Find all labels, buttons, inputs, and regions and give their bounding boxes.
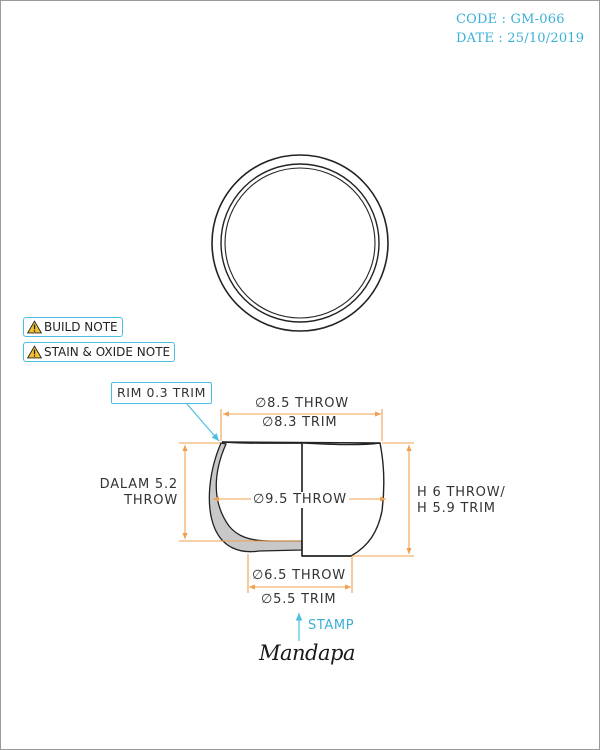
dim-height-line2: H 5.9 TRIM: [417, 501, 496, 516]
stain-oxide-note-label: STAIN & OXIDE NOTE: [44, 345, 171, 359]
dim-height-label: H 6 THROW/ H 5.9 TRIM: [417, 485, 506, 517]
dim-depth-line2: THROW: [124, 493, 178, 508]
rim-callout-label: RIM 0.3 TRIM: [111, 382, 212, 404]
dim-mid-throw-label: ∅9.5 THROW: [251, 492, 349, 508]
rim-leader: [186, 403, 220, 442]
rim-top-line: [221, 441, 381, 444]
dim-height-line1: H 6 THROW/: [417, 485, 506, 500]
top-view: [211, 154, 389, 332]
dim-top-throw-label: ∅8.5 THROW: [255, 396, 349, 411]
build-note-badge[interactable]: BUILD NOTE: [23, 317, 123, 337]
top-view-inner-rim: [220, 163, 380, 323]
top-view-outer-rim: [211, 154, 389, 332]
stamp-callout-label: STAMP: [308, 618, 355, 633]
warning-icon: [27, 320, 42, 334]
dimension-lines: [179, 409, 414, 593]
dim-top-trim-label: ∅8.3 TRIM: [262, 415, 338, 430]
product-code: CODE : GM-066: [456, 12, 565, 27]
build-note-label: BUILD NOTE: [44, 320, 118, 334]
dim-depth-label: DALAM 5.2 THROW: [100, 477, 178, 509]
dim-depth-line1: DALAM 5.2: [99, 477, 178, 492]
dim-base-throw-label: ∅6.5 THROW: [252, 568, 346, 583]
top-view-inner-line: [224, 167, 376, 319]
stain-oxide-note-badge[interactable]: STAIN & OXIDE NOTE: [23, 342, 176, 362]
side-view: [208, 441, 385, 557]
brand-logo: Mandapa: [259, 641, 355, 665]
bowl-outer-profile: [221, 441, 385, 557]
drawing-date: DATE : 25/10/2019: [456, 31, 585, 46]
header-block: CODE : GM-066 DATE : 25/10/2019: [456, 10, 584, 48]
callout-leaders: [186, 403, 303, 641]
warning-icon: [27, 345, 42, 359]
dim-base-trim-label: ∅5.5 TRIM: [261, 592, 337, 607]
